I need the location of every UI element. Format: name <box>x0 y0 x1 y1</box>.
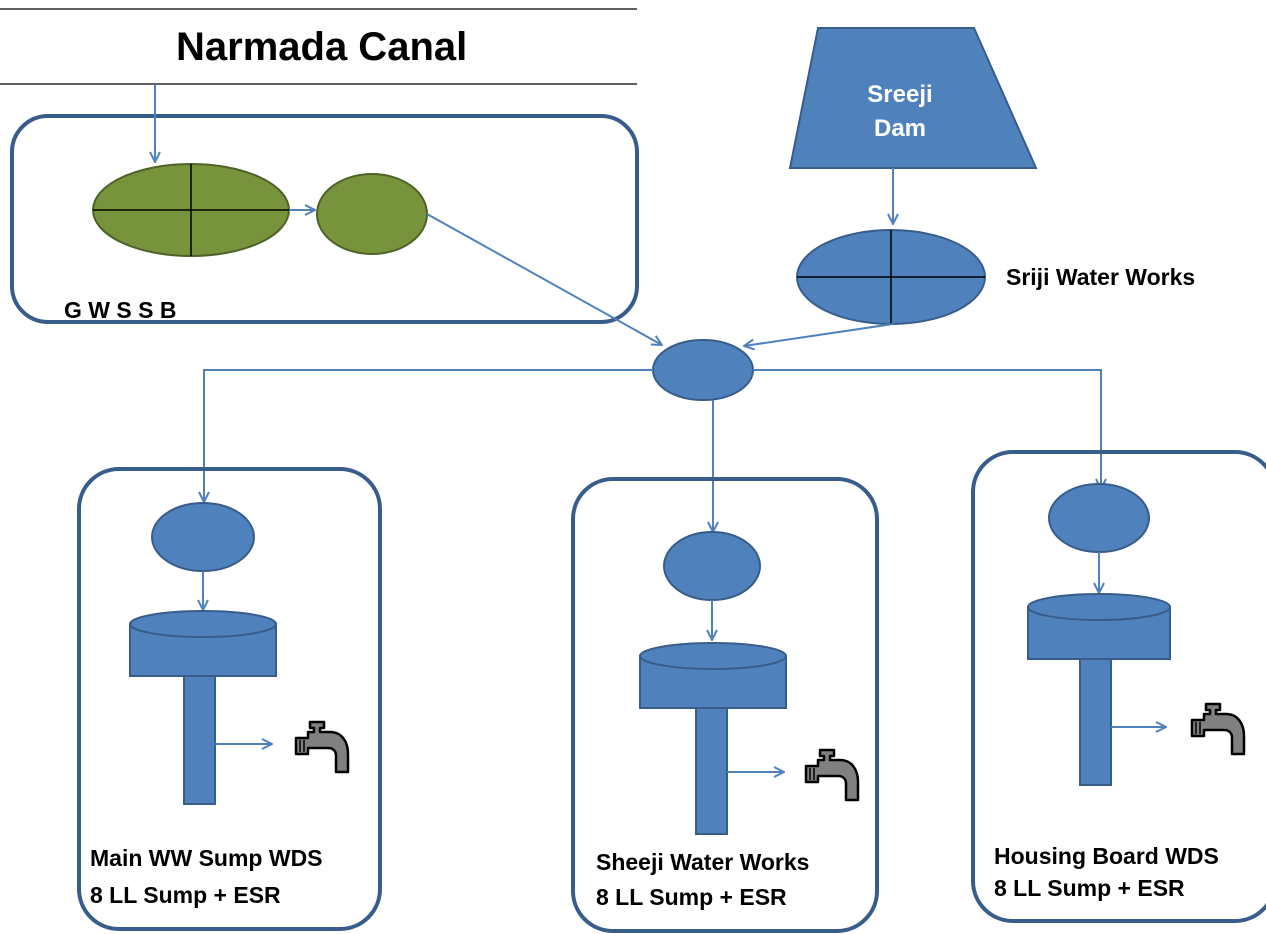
station-2-label-line2: 8 LL Sump + ESR <box>596 884 787 910</box>
water-tap-icon <box>1190 702 1246 756</box>
station-1-label-line2: 8 LL Sump + ESR <box>90 882 281 908</box>
station-1-label-line1: Main WW Sump WDS <box>90 845 323 871</box>
dam-label-line1: Sreeji <box>867 81 932 108</box>
water-tap-icon <box>294 720 350 774</box>
dam-plant-label: Sriji Water Works <box>1006 264 1195 290</box>
station-3-label-line2: 8 LL Sump + ESR <box>994 875 1185 901</box>
station-box-3 <box>971 450 1266 923</box>
dam-treatment-tank <box>796 229 986 325</box>
dam-label-line2: Dam <box>874 115 926 142</box>
gwssb-to-junction-arrow <box>426 213 662 345</box>
station-2-esr-tank <box>639 642 787 709</box>
branch-right-arrow <box>753 369 1101 489</box>
station-3-esr-column <box>1079 658 1112 786</box>
station-box-1 <box>77 467 382 931</box>
station-3-label-line1: Housing Board WDS <box>994 843 1219 869</box>
station-3-sump <box>1048 483 1150 553</box>
station-2-sump <box>663 531 761 601</box>
station-1-sump <box>151 502 255 572</box>
station-2-label-line1: Sheeji Water Works <box>596 849 809 875</box>
treatment-tank-green-large <box>92 163 290 257</box>
station-1-esr-tank <box>129 610 277 677</box>
page-title: Narmada Canal <box>176 25 467 69</box>
station-2-esr-column <box>695 707 728 835</box>
station-3-esr-tank <box>1027 593 1171 660</box>
source-plant-box <box>10 114 639 324</box>
station-1-esr-column <box>183 675 216 805</box>
dam-to-junction-arrow <box>744 323 894 346</box>
treatment-tank-green-small <box>316 173 428 255</box>
dam-shape <box>788 27 1038 169</box>
junction-tank <box>652 339 754 401</box>
water-tap-icon <box>804 748 860 802</box>
branch-left-arrow <box>204 369 653 502</box>
station-box-2 <box>571 477 879 933</box>
source-plant-label: G W S S B <box>64 297 176 323</box>
